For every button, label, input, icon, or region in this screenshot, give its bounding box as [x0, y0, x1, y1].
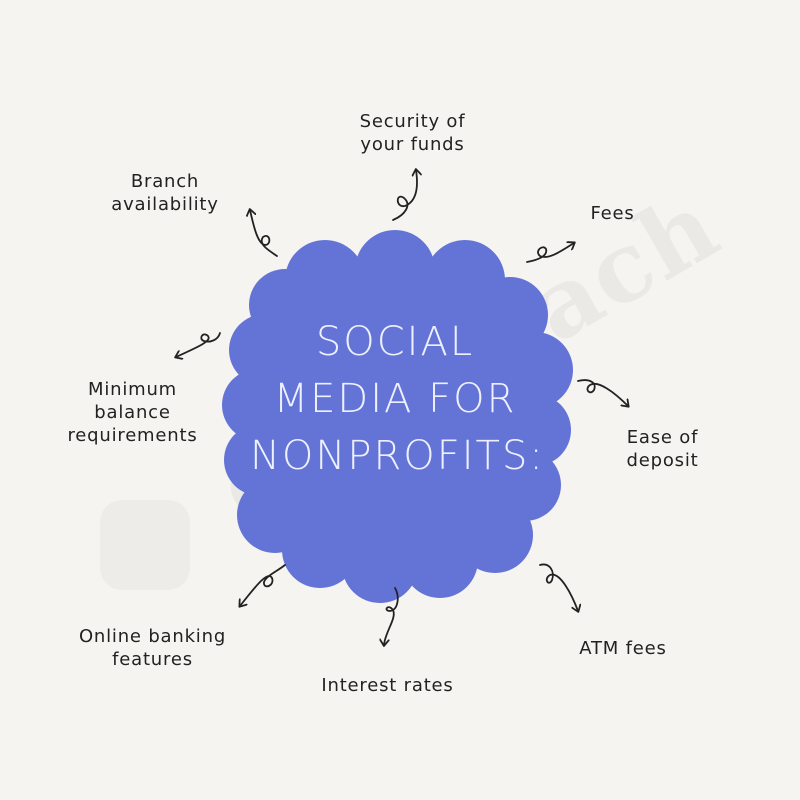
label-atm: ATM fees — [579, 638, 667, 659]
curly-arrow-icon — [526, 243, 574, 263]
curly-arrow-icon — [384, 587, 399, 645]
label-fees: Fees — [590, 203, 635, 224]
label-min-balance: Minimum balance requirements — [67, 379, 198, 446]
label-interest: Interest rates — [321, 675, 454, 696]
curly-arrow-icon — [240, 564, 286, 606]
center-blob — [222, 230, 573, 603]
curly-arrow-icon — [392, 170, 417, 221]
label-security: Security of your funds — [359, 111, 466, 155]
label-online-banking: Online banking features — [78, 626, 227, 670]
label-ease-deposit: Ease of deposit — [626, 427, 699, 471]
curly-arrow-icon — [176, 332, 221, 357]
label-branch: Branch availability — [111, 171, 219, 215]
center-title: SOCIAL MEDIA FOR NONPROFITS: — [250, 319, 545, 479]
curly-arrow-icon — [539, 563, 578, 611]
curly-arrow-icon — [250, 210, 278, 257]
curly-arrow-icon — [577, 379, 628, 406]
